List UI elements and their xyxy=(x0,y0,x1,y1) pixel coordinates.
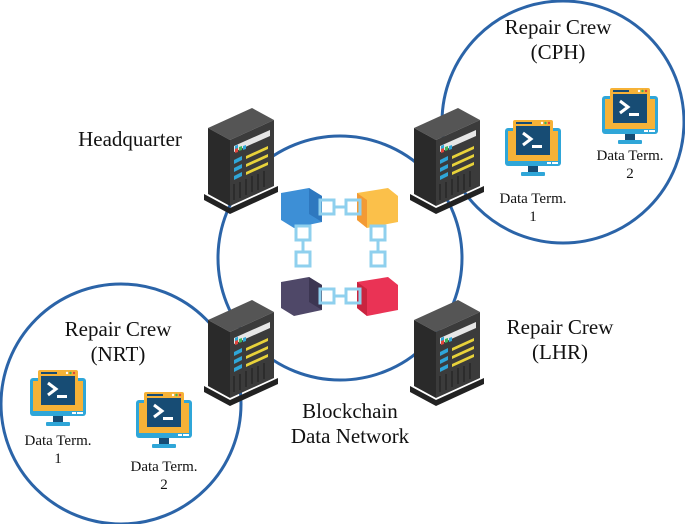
nrt-crew-label-line1: Repair Crew xyxy=(64,317,172,341)
nrt-crew-label-line2: (NRT) xyxy=(90,342,146,366)
terminal-label-line2: 2 xyxy=(626,166,634,182)
cph-terminal-1-label: Data Term. 1 xyxy=(488,190,578,226)
lhr-crew-label-line1: Repair Crew xyxy=(506,315,614,339)
server-icon xyxy=(203,299,279,407)
terminal-label-line2: 1 xyxy=(529,209,537,225)
monitor-icon xyxy=(28,368,88,428)
terminal-label-line1: Data Term. xyxy=(596,148,664,164)
headquarter-label: Headquarter xyxy=(60,127,200,152)
chain-link xyxy=(318,287,362,305)
monitor-icon xyxy=(503,118,563,178)
nrt-crew-circle xyxy=(0,282,243,524)
cph-crew-label-line1: Repair Crew xyxy=(504,15,612,39)
blockchain-network-label: Blockchain Data Network xyxy=(270,399,430,449)
cph-terminal-2-label: Data Term. 2 xyxy=(585,147,675,183)
terminal-label-line2: 2 xyxy=(160,477,168,493)
nrt-terminal-2-label: Data Term. 2 xyxy=(119,458,209,494)
server-icon xyxy=(203,107,279,215)
terminal-label-line1: Data Term. xyxy=(499,191,567,207)
chain-link xyxy=(318,198,362,216)
blockchain-label-line1: Blockchain xyxy=(302,399,398,423)
chain-link xyxy=(369,224,387,268)
chain-link xyxy=(294,224,312,268)
server-icon xyxy=(409,299,485,407)
terminal-label-line1: Data Term. xyxy=(24,433,92,449)
blockchain-network-circle xyxy=(216,134,464,382)
server-icon xyxy=(409,107,485,215)
nrt-crew-label: Repair Crew (NRT) xyxy=(48,317,188,367)
blockchain-label-line2: Data Network xyxy=(290,424,410,448)
block-purple xyxy=(281,277,322,316)
lhr-crew-label-line2: (LHR) xyxy=(532,340,588,364)
block-blue xyxy=(281,188,322,228)
blockchain-icon xyxy=(281,188,398,316)
monitor-icon xyxy=(134,390,194,450)
cph-crew-label-line2: (CPH) xyxy=(530,40,586,64)
block-yellow xyxy=(357,188,398,228)
terminal-label-line2: 1 xyxy=(54,451,62,467)
lhr-crew-label: Repair Crew (LHR) xyxy=(490,315,630,365)
headquarter-label-line1: Headquarter xyxy=(78,127,182,151)
monitor-icon xyxy=(600,86,660,146)
cph-crew-label: Repair Crew (CPH) xyxy=(488,15,628,65)
nrt-terminal-1-label: Data Term. 1 xyxy=(13,432,103,468)
terminal-label-line1: Data Term. xyxy=(130,459,198,475)
block-red xyxy=(357,277,398,316)
